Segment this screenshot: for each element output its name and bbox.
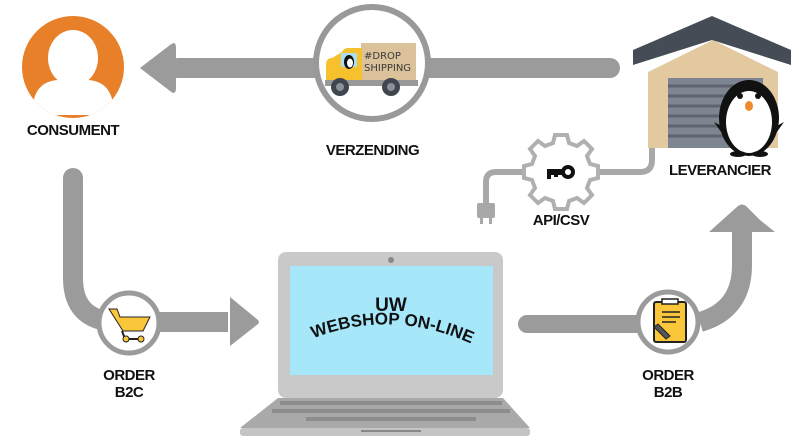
- order-to-webshop-arrow: [150, 297, 259, 346]
- order-b2b-line2: B2B: [653, 384, 683, 402]
- shopping-cart-icon: [108, 308, 151, 343]
- order-b2b-line1: ORDER: [642, 367, 694, 384]
- clipboard-icon: [653, 298, 687, 343]
- shipping-label: VERZENDING: [325, 142, 420, 159]
- plug-icon: [477, 203, 495, 224]
- order-b2b-node: [635, 289, 701, 355]
- api-label: API/CSV: [532, 212, 590, 229]
- penguin-icon: [714, 80, 784, 157]
- b2b-to-supplier-arrow: [696, 204, 775, 332]
- truck-text-2: SHIPPING: [364, 63, 411, 74]
- truck-icon: #DROP SHIPPING: [325, 43, 418, 96]
- key-gear-icon: [522, 133, 600, 211]
- order-b2c-line1: ORDER: [103, 367, 155, 384]
- warehouse-icon: [633, 16, 791, 157]
- consumer-label: CONSUMENT: [26, 122, 120, 139]
- key-icon: [547, 165, 575, 179]
- user-icon: [22, 16, 124, 118]
- webshop-line1: UW: [375, 295, 407, 316]
- order-b2b-label: ORDER B2B: [627, 367, 709, 402]
- order-b2c-label: ORDER B2C: [88, 367, 170, 402]
- order-b2c-line2: B2C: [114, 384, 144, 402]
- api-cable: [477, 145, 655, 224]
- order-b2c-node: [96, 290, 162, 356]
- penguin-driver-icon: [344, 55, 354, 69]
- truck-text-1: #DROP: [364, 51, 401, 62]
- laptop-icon: [240, 252, 530, 436]
- truck-node: #DROP SHIPPING: [313, 4, 431, 122]
- supplier-label: LEVERANCIER: [668, 162, 772, 179]
